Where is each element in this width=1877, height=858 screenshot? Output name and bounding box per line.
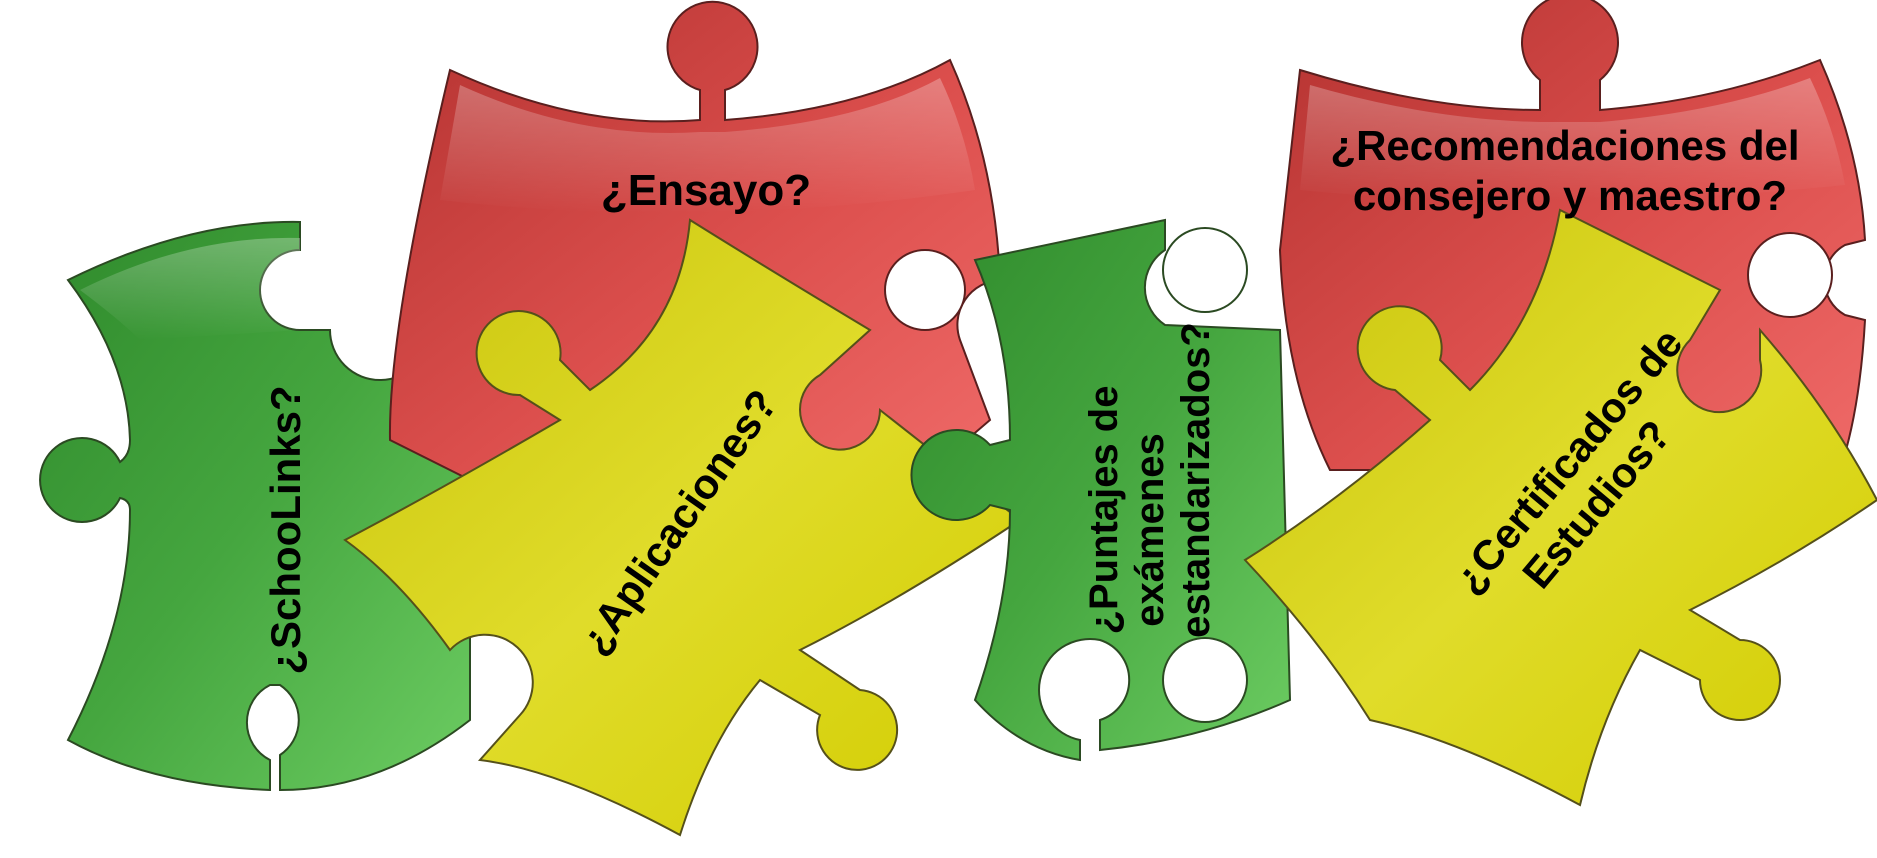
label-puntajes: ¿Puntajes de exámenes estandarizados? [1082,322,1218,638]
label-puntajes-line-1: ¿Puntajes de [1082,386,1126,635]
puzzle-piece-yellow-center [343,218,1022,837]
label-recomendaciones-line-1: ¿Recomendaciones del [1330,122,1799,169]
puzzle-piece-green-left [39,220,471,792]
label-recomendaciones: ¿Recomendaciones del consejero y maestro… [1330,122,1799,219]
puzzle-piece-green-center [910,218,1292,762]
puzzle-piece-yellow-right [1243,208,1877,807]
label-schoolinks: ¿SchooLinks? [262,385,309,674]
label-ensayo: ¿Ensayo? [601,166,811,215]
label-recomendaciones-line-2: consejero y maestro? [1353,172,1787,219]
label-puntajes-line-3: estandarizados? [1174,322,1218,638]
label-puntajes-line-2: exámenes [1128,433,1172,626]
